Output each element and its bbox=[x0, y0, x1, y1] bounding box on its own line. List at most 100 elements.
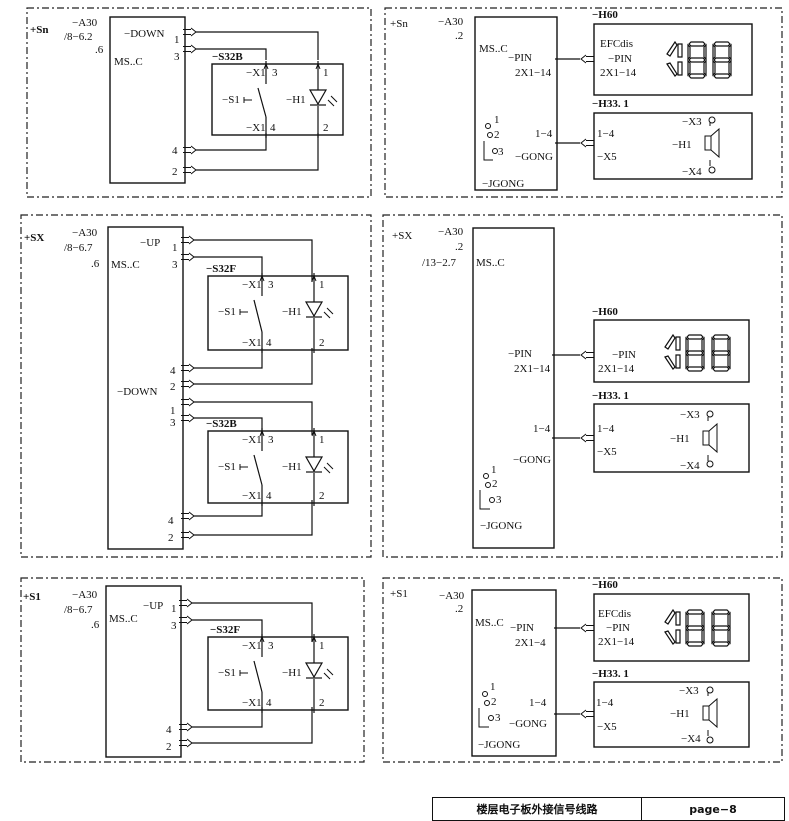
display-box bbox=[593, 23, 753, 96]
wire-a: 1−4 bbox=[535, 128, 553, 140]
port-label: 3 bbox=[172, 259, 178, 271]
drawing-title: 楼层电子板外接信号线路 bbox=[433, 798, 642, 820]
display-terminal: 2X1−14 bbox=[598, 363, 635, 375]
gong-box bbox=[593, 403, 750, 473]
switch-contact bbox=[257, 87, 267, 118]
h1-led-label: −H1 bbox=[282, 667, 302, 679]
x3-label: −X3 bbox=[682, 116, 702, 128]
contact-num: 3 bbox=[496, 494, 502, 506]
x1-bottom-label: −X1 bbox=[242, 490, 262, 502]
h1-led-label: −H1 bbox=[286, 94, 306, 106]
display-terminal: 2X1−14 bbox=[600, 67, 637, 79]
ms-c-block bbox=[107, 226, 184, 550]
page-number: page−8 bbox=[689, 802, 737, 816]
port-label: 1 bbox=[174, 34, 180, 46]
pin-ref: .6 bbox=[91, 619, 100, 631]
pin-ref: .2 bbox=[455, 603, 463, 615]
terminal-4: 4 bbox=[270, 122, 276, 134]
port-label: 1 bbox=[171, 603, 177, 615]
terminal-1: 1 bbox=[323, 67, 329, 79]
port-label: 2 bbox=[172, 166, 178, 178]
x4-label: −X4 bbox=[680, 460, 700, 472]
s1-label: −S1 bbox=[222, 94, 240, 106]
pin-terminal: 2X1−4 bbox=[515, 637, 546, 649]
panel-sn-left: +Sn −A30 /8−6.2 .6 MS..C −DOWN 1 3 4 2 −… bbox=[26, 7, 372, 198]
x5-label: −X5 bbox=[597, 721, 617, 733]
x3-label: −X3 bbox=[680, 409, 700, 421]
ms-c-block bbox=[109, 16, 186, 184]
contact-num: 3 bbox=[495, 712, 501, 724]
display-box bbox=[593, 593, 750, 662]
panel-loc: +SX bbox=[392, 230, 412, 242]
port-label: 3 bbox=[174, 51, 180, 63]
port-label: 4 bbox=[172, 145, 178, 157]
switch-unit-frame bbox=[211, 63, 344, 136]
gong-label: −JGONG bbox=[480, 520, 522, 532]
port-label: 2 bbox=[168, 532, 174, 544]
contact-num: 2 bbox=[492, 478, 498, 490]
pin-signal: −PIN bbox=[510, 622, 534, 634]
panel-s1-right: +S1 −A30 .2 MS..C −PIN 2X1−4 −H60 EFCdis… bbox=[382, 577, 783, 763]
signal-up: −UP bbox=[140, 237, 160, 249]
signal-up: −UP bbox=[143, 600, 163, 612]
port-label: 4 bbox=[166, 724, 172, 736]
contact-num: 1 bbox=[490, 681, 496, 693]
panel-loc: +S1 bbox=[390, 588, 408, 600]
panel-loc: +Sn bbox=[390, 18, 408, 30]
ms-c-block bbox=[474, 16, 558, 191]
display-name: EFCdis bbox=[600, 38, 633, 50]
switch-contact bbox=[253, 660, 263, 693]
device-ref: −A30 bbox=[439, 590, 465, 602]
h1-label: −H1 bbox=[672, 139, 692, 151]
x1-top-label: −X1 bbox=[242, 279, 262, 291]
contact-num: 1 bbox=[494, 114, 500, 126]
gong-label: −JGONG bbox=[482, 178, 524, 190]
display-pin: −PIN bbox=[612, 349, 636, 361]
h1-led-label: −H1 bbox=[282, 306, 302, 318]
terminal-2: 2 bbox=[323, 122, 329, 134]
contact-num: 2 bbox=[491, 696, 497, 708]
switch-label: −S32F bbox=[210, 624, 240, 636]
panel-loc: +S1 bbox=[23, 591, 41, 603]
display-box bbox=[593, 319, 750, 383]
s1-label: −S1 bbox=[218, 461, 236, 473]
x3-label: −X3 bbox=[679, 685, 699, 697]
contact-num: 1 bbox=[491, 464, 497, 476]
gong-signal: −GONG bbox=[515, 151, 553, 163]
led-icon bbox=[304, 456, 324, 473]
pin-signal: −PIN bbox=[508, 52, 532, 64]
switch-unit-frame bbox=[207, 275, 349, 351]
gong-device: −H33. 1 bbox=[592, 98, 629, 110]
led-icon bbox=[308, 89, 328, 106]
port-label: 4 bbox=[168, 515, 174, 527]
x1-bottom-label: −X1 bbox=[246, 122, 266, 134]
device-ref: −A30 bbox=[438, 226, 464, 238]
device-ref: −A30 bbox=[438, 16, 464, 28]
sheet-ref: /8−6.2 bbox=[64, 31, 93, 43]
x5-label: −X5 bbox=[597, 446, 617, 458]
led-icon bbox=[304, 301, 324, 318]
terminal-3: 3 bbox=[272, 67, 278, 79]
gong-device: −H33. 1 bbox=[592, 668, 629, 680]
pin-ref: .6 bbox=[91, 258, 100, 270]
x5-label: −X5 bbox=[597, 151, 617, 163]
device-ref: −A30 bbox=[72, 17, 98, 29]
h1-led-label: −H1 bbox=[282, 461, 302, 473]
switch-contact bbox=[253, 299, 263, 333]
panel-loc: +SX bbox=[24, 232, 44, 244]
pin-ref: .2 bbox=[455, 241, 463, 253]
terminal-4: 4 bbox=[266, 337, 272, 349]
block-label: MS..C bbox=[109, 613, 138, 625]
port-label: 3 bbox=[171, 620, 177, 632]
display-device: −H60 bbox=[592, 579, 618, 591]
switch-label-a: −S32F bbox=[206, 263, 236, 275]
block-label: MS..C bbox=[111, 259, 140, 271]
block-label: MS..C bbox=[475, 617, 504, 629]
display-pin: −PIN bbox=[606, 622, 630, 634]
x1-top-label: −X1 bbox=[242, 434, 262, 446]
terminal-2: 2 bbox=[319, 490, 325, 502]
terminal-3: 3 bbox=[268, 434, 274, 446]
terminal-2: 2 bbox=[319, 337, 325, 349]
